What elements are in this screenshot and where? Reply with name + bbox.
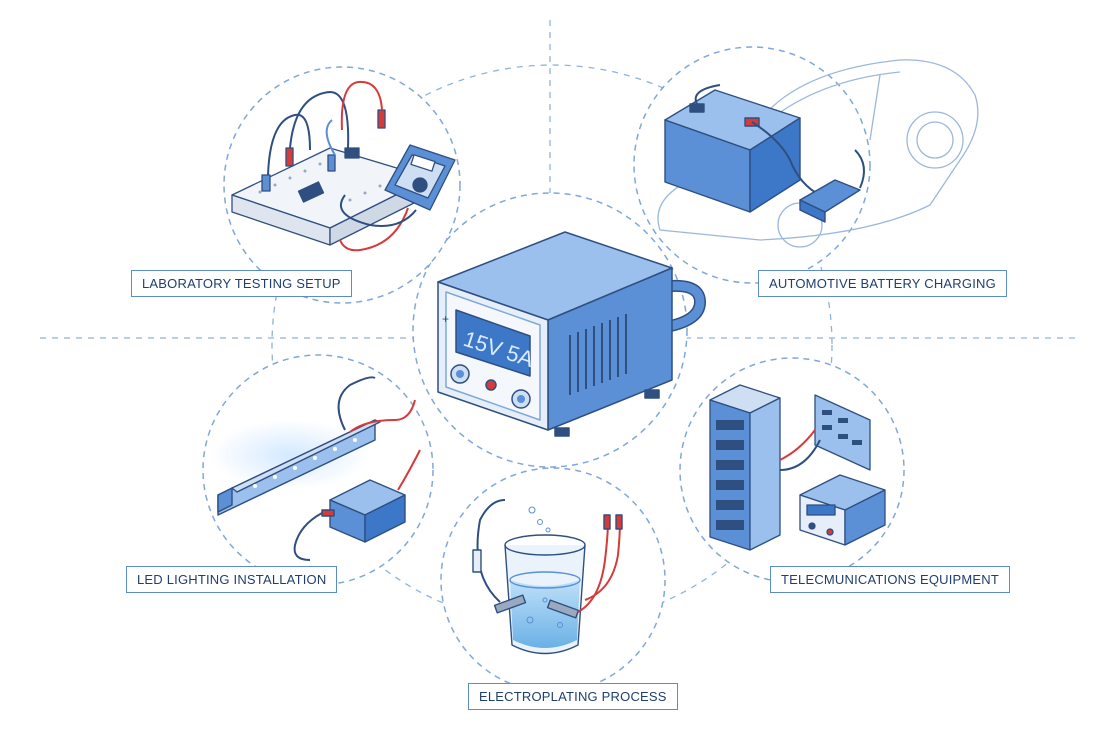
plus-mark: +: [442, 312, 449, 326]
label-automotive-charging: AUTOMOTIVE BATTERY CHARGING: [758, 270, 1007, 297]
lab-setup-illustration: [231, 80, 456, 252]
label-led-lighting: LED LIGHTING INSTALLATION: [126, 566, 338, 593]
power-indicator: [485, 379, 497, 391]
power-supply: 15V 5A +: [437, 231, 706, 437]
outer-ring: [271, 64, 833, 626]
label-laboratory-testing: LABORATORY TESTING SETUP: [131, 270, 352, 297]
led-illustration: [210, 376, 421, 561]
label-telecom-equipment: TELECMUNICATIONS EQUIPMENT: [770, 566, 1011, 593]
label-electroplating: ELECTROPLATING PROCESS: [468, 683, 678, 710]
telecom-illustration: [709, 384, 886, 551]
car-battery: [664, 84, 865, 223]
electroplating-illustration: [472, 499, 623, 655]
guide-lines: [40, 20, 1080, 339]
